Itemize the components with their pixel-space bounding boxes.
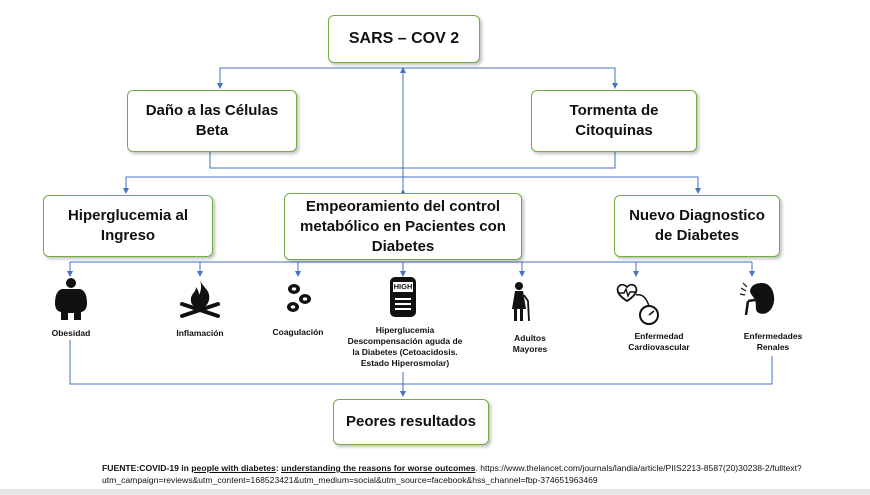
factor-label-cardiovascular: Enfermedad Cardiovascular xyxy=(628,331,690,352)
node-nuevo-diagnostico: Nuevo Diagnostico de Diabetes xyxy=(614,195,780,257)
factor-label-renales: Enfermedades Renales xyxy=(743,331,803,352)
factor-label-coagulacion: Coagulación xyxy=(272,327,324,337)
obesity-icon xyxy=(55,278,87,320)
elderly-icon xyxy=(512,282,530,322)
connector-level2-join xyxy=(209,152,616,169)
glucometer-screen-text: HIGH xyxy=(393,282,413,291)
source-link-people-with-diabetes[interactable]: people with diabetes xyxy=(191,463,276,473)
node-dano-celulas-beta: Daño a las Células Beta xyxy=(127,90,297,152)
node-tormenta-citoquinas: Tormenta de Citoquinas xyxy=(531,90,697,152)
node-sars-cov-2: SARS – COV 2 xyxy=(328,15,480,63)
factor-label-adultos-mayores: Adultos Mayores xyxy=(512,333,548,354)
factor-label-inflamacion: Inflamación xyxy=(176,328,224,338)
kidney-icon xyxy=(739,282,775,316)
connector-outcome-bus xyxy=(69,340,773,385)
source-url[interactable]: . https://www.thelancet.com/journals/lan… xyxy=(102,463,802,485)
factor-label-obesidad: Obesidad xyxy=(51,328,91,338)
glucometer-high-icon: HIGH xyxy=(388,276,418,318)
bottom-scroll-strip xyxy=(0,489,870,495)
connector-root-split xyxy=(219,67,616,88)
node-peores-resultados: Peores resultados xyxy=(333,399,489,445)
source-link-title[interactable]: understanding the reasons for worse outc… xyxy=(281,463,476,473)
node-hiperglucemia-ingreso: Hiperglucemia al Ingreso xyxy=(43,195,213,257)
source-citation: FUENTE:COVID-19 in people with diabetes:… xyxy=(102,463,802,485)
coagulation-icon xyxy=(287,284,311,312)
heart-monitor-icon xyxy=(616,283,659,325)
node-empeoramiento-control: Empeoramiento del control metabólico en … xyxy=(284,193,522,260)
factor-label-hiperglucemia: Hiperglucemia Descompensación aguda de l… xyxy=(347,325,463,368)
fire-icon xyxy=(180,280,220,318)
